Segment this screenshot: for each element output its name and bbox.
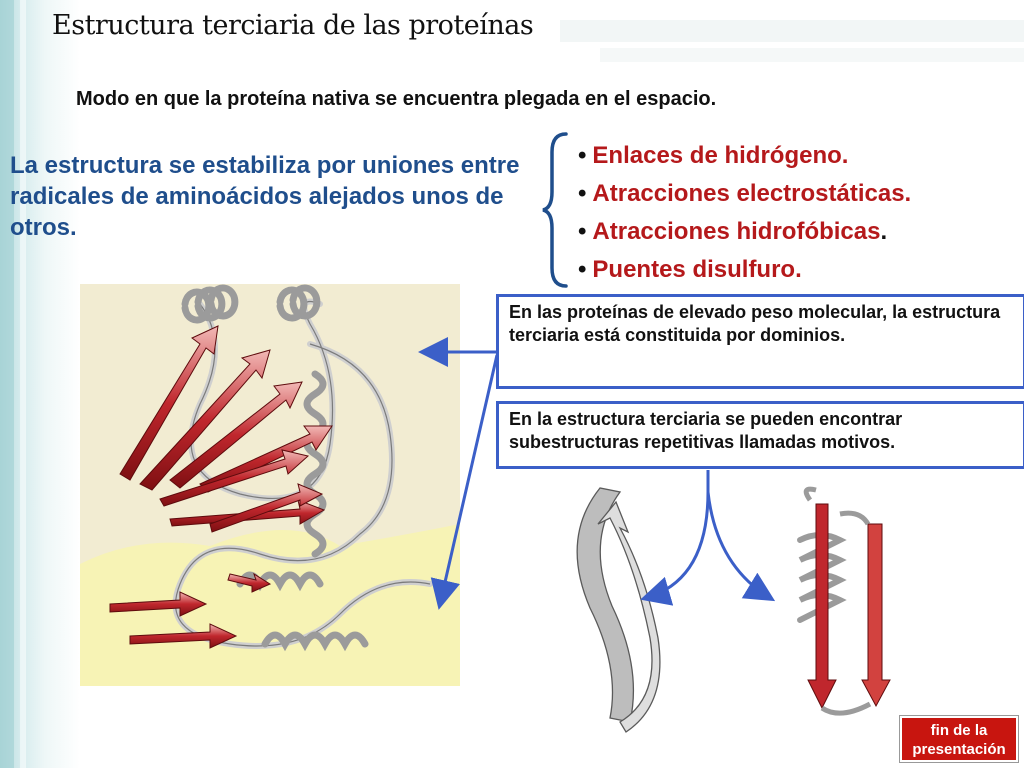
slide-subtitle: Modo en que la proteína nativa se encuen… <box>76 88 717 110</box>
bond-item-electrostatic: •Atracciones electrostáticas. <box>578 180 912 207</box>
stabilization-text: La estructura se estabiliza por uniones … <box>10 152 520 242</box>
protein-ribbon-image <box>80 284 460 686</box>
bond-list: •Enlaces de hidrógeno. •Atracciones elec… <box>578 137 911 289</box>
motifs-note: En la estructura terciaria se pueden enc… <box>496 401 1024 469</box>
end-presentation-button[interactable]: fin de la presentación <box>899 715 1019 763</box>
curly-brace-icon <box>542 132 568 288</box>
bond-item-disulfide: •Puentes disulfuro. <box>578 256 802 283</box>
domains-note: En las proteínas de elevado peso molecul… <box>496 294 1024 389</box>
beta-hairpin-motif-image <box>576 487 661 733</box>
slide-title: Estructura terciaria de las proteínas <box>52 10 534 41</box>
bond-item-hydrogen: •Enlaces de hidrógeno. <box>578 142 849 169</box>
alpha-helices <box>181 284 369 652</box>
helix-strand-motif-image <box>797 486 891 716</box>
bond-item-hydrophobic: •Atracciones hidrofóbicas. <box>578 218 888 245</box>
beta-sheets <box>109 325 333 649</box>
